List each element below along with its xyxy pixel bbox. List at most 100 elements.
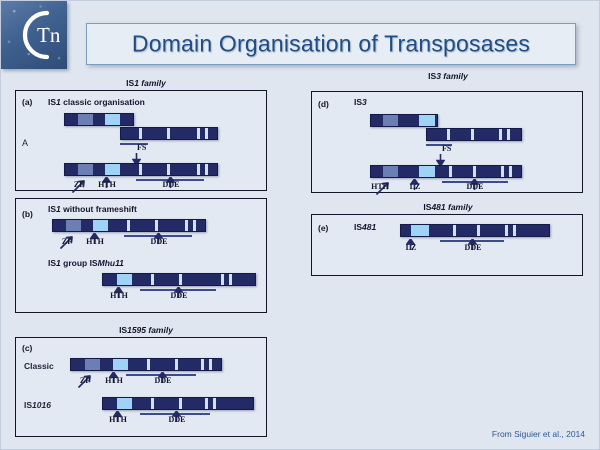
panel-b-bar-row2 <box>102 273 256 286</box>
panel-a-bar-orfa <box>64 113 134 126</box>
frameshift-down-arrow <box>132 153 141 165</box>
family-caption-is1: IS1 family <box>21 78 271 88</box>
motif-tick <box>477 225 480 236</box>
hth-pointer-arrow <box>114 287 123 299</box>
panel-b-mark-dde: DDE <box>150 237 168 246</box>
panel-d-heading-prefix: IS <box>354 97 363 107</box>
panel-a-heading-prefix: IS <box>48 97 57 107</box>
panel-a-bar-orfb <box>120 127 218 140</box>
dde-pointer-arrow <box>174 287 183 299</box>
motif-tick <box>155 220 158 231</box>
motif-tick <box>209 359 212 370</box>
domain-zf <box>78 164 93 175</box>
zf-pointer-arrow <box>78 372 94 388</box>
hth-pointer-arrow <box>376 179 392 195</box>
frameshift-down-arrow <box>436 154 445 166</box>
motif-tick <box>179 274 182 285</box>
dde-pointer-arrow <box>172 411 181 423</box>
panel-b-mark-dde2: DDE <box>170 291 188 300</box>
panel-e-bar-transposase <box>400 224 550 237</box>
panel-d-heading: IS3 <box>354 97 367 107</box>
motif-tick <box>499 129 502 140</box>
dde-pointer-arrow <box>470 179 479 191</box>
panel-d-mark-hth: HTH <box>371 182 389 191</box>
panel-d-mark-lz: LZ <box>409 182 421 191</box>
hth-pointer-arrow <box>113 411 122 423</box>
panel-c-row1-label: Classic <box>24 361 54 371</box>
panel-c: (c) Classic ZF HTH <box>15 337 267 437</box>
motif-tick <box>221 274 224 285</box>
panel-b-letter: (b) <box>22 209 33 219</box>
domain-lz <box>419 166 435 177</box>
motif-tick <box>185 220 188 231</box>
family-caption-is1-italic: 1 family <box>134 78 166 88</box>
motif-tick <box>151 398 154 409</box>
domain-lz <box>411 225 429 236</box>
dde-pointer-arrow <box>154 233 163 245</box>
family-caption-is1595-prefix: IS <box>119 325 128 335</box>
panel-b-row1-heading: IS1 without frameshift <box>48 204 137 214</box>
family-caption-is481-prefix: IS <box>423 202 432 212</box>
family-caption-is1595: IS1595 family <box>21 325 271 335</box>
panel-b-row1-italic: 1 <box>56 204 61 214</box>
family-caption-is3-italic: 3 family <box>436 71 468 81</box>
motif-tick <box>175 359 178 370</box>
motif-tick <box>205 398 208 409</box>
motif-tick <box>471 129 474 140</box>
title-box: Domain Organisation of Transposases <box>86 23 576 65</box>
motif-tick <box>167 128 170 139</box>
panel-a-fs-underline <box>120 143 148 145</box>
panel-a-bar-fusion <box>64 163 218 176</box>
panel-c-mark-hth: HTH <box>105 376 123 385</box>
panel-a-group-label: A <box>22 138 29 148</box>
page-title: Domain Organisation of Transposases <box>131 30 531 57</box>
panel-e-mark-dde: DDE <box>464 243 482 252</box>
domain-hth <box>117 274 132 285</box>
motif-tick <box>229 274 232 285</box>
panel-a-mark-dde: DDE <box>162 180 180 189</box>
panel-c-mark-dde2: DDE <box>168 415 186 424</box>
motif-tick <box>139 128 142 139</box>
panel-b-row2-mid: group IS <box>60 258 98 268</box>
panel-d-heading-italic: 3 <box>362 97 367 107</box>
domain-hth <box>105 114 120 125</box>
panel-b: (b) IS1 without frameshift ZF HTH <box>15 198 267 313</box>
panel-c-bar-classic <box>70 358 222 371</box>
dde-pointer-arrow <box>468 239 477 251</box>
domain-zf <box>78 114 93 125</box>
zf-pointer-arrow <box>60 233 76 249</box>
panel-c-row2-italic: 1016 <box>32 400 51 410</box>
domain-zf <box>66 220 81 231</box>
motif-tick <box>453 225 456 236</box>
motif-tick <box>179 398 182 409</box>
panel-c-row2-label: IS1016 <box>24 400 51 410</box>
panel-b-mark-hth2: HTH <box>110 291 128 300</box>
panel-a-letter: (a) <box>22 97 33 107</box>
panel-e-heading: IS481 <box>354 222 376 232</box>
panel-a-heading-italic: 1 <box>56 97 61 107</box>
family-caption-is1-prefix: IS <box>126 78 135 88</box>
lz-pointer-arrow <box>406 239 415 251</box>
domain-hth <box>383 115 398 126</box>
domain-hth <box>105 164 120 175</box>
panel-b-row2-heading: IS1 group ISMhu11 <box>48 258 124 268</box>
citation-text: From Siguier et al., 2014 <box>491 429 585 439</box>
panel-b-row2-prefix: IS <box>48 258 57 268</box>
lz-pointer-arrow <box>410 179 419 191</box>
panel-e-letter: (e) <box>318 223 329 233</box>
panel-c-mark-hth2: HTH <box>109 415 127 424</box>
panel-c-mark-dde: DDE <box>154 376 172 385</box>
panel-d-bar-orfb <box>426 128 522 141</box>
family-caption-is3-prefix: IS <box>428 71 437 81</box>
panel-a-mark-zf: ZF <box>73 180 85 189</box>
hth-pointer-arrow <box>109 372 118 384</box>
motif-tick <box>167 164 170 175</box>
motif-tick <box>507 129 510 140</box>
panel-e-heading-prefix: IS <box>354 222 363 232</box>
zf-pointer-arrow <box>72 177 88 193</box>
motif-tick <box>205 128 208 139</box>
domain-hth <box>383 166 398 177</box>
domain-hth <box>93 220 108 231</box>
domain-zf <box>85 359 100 370</box>
